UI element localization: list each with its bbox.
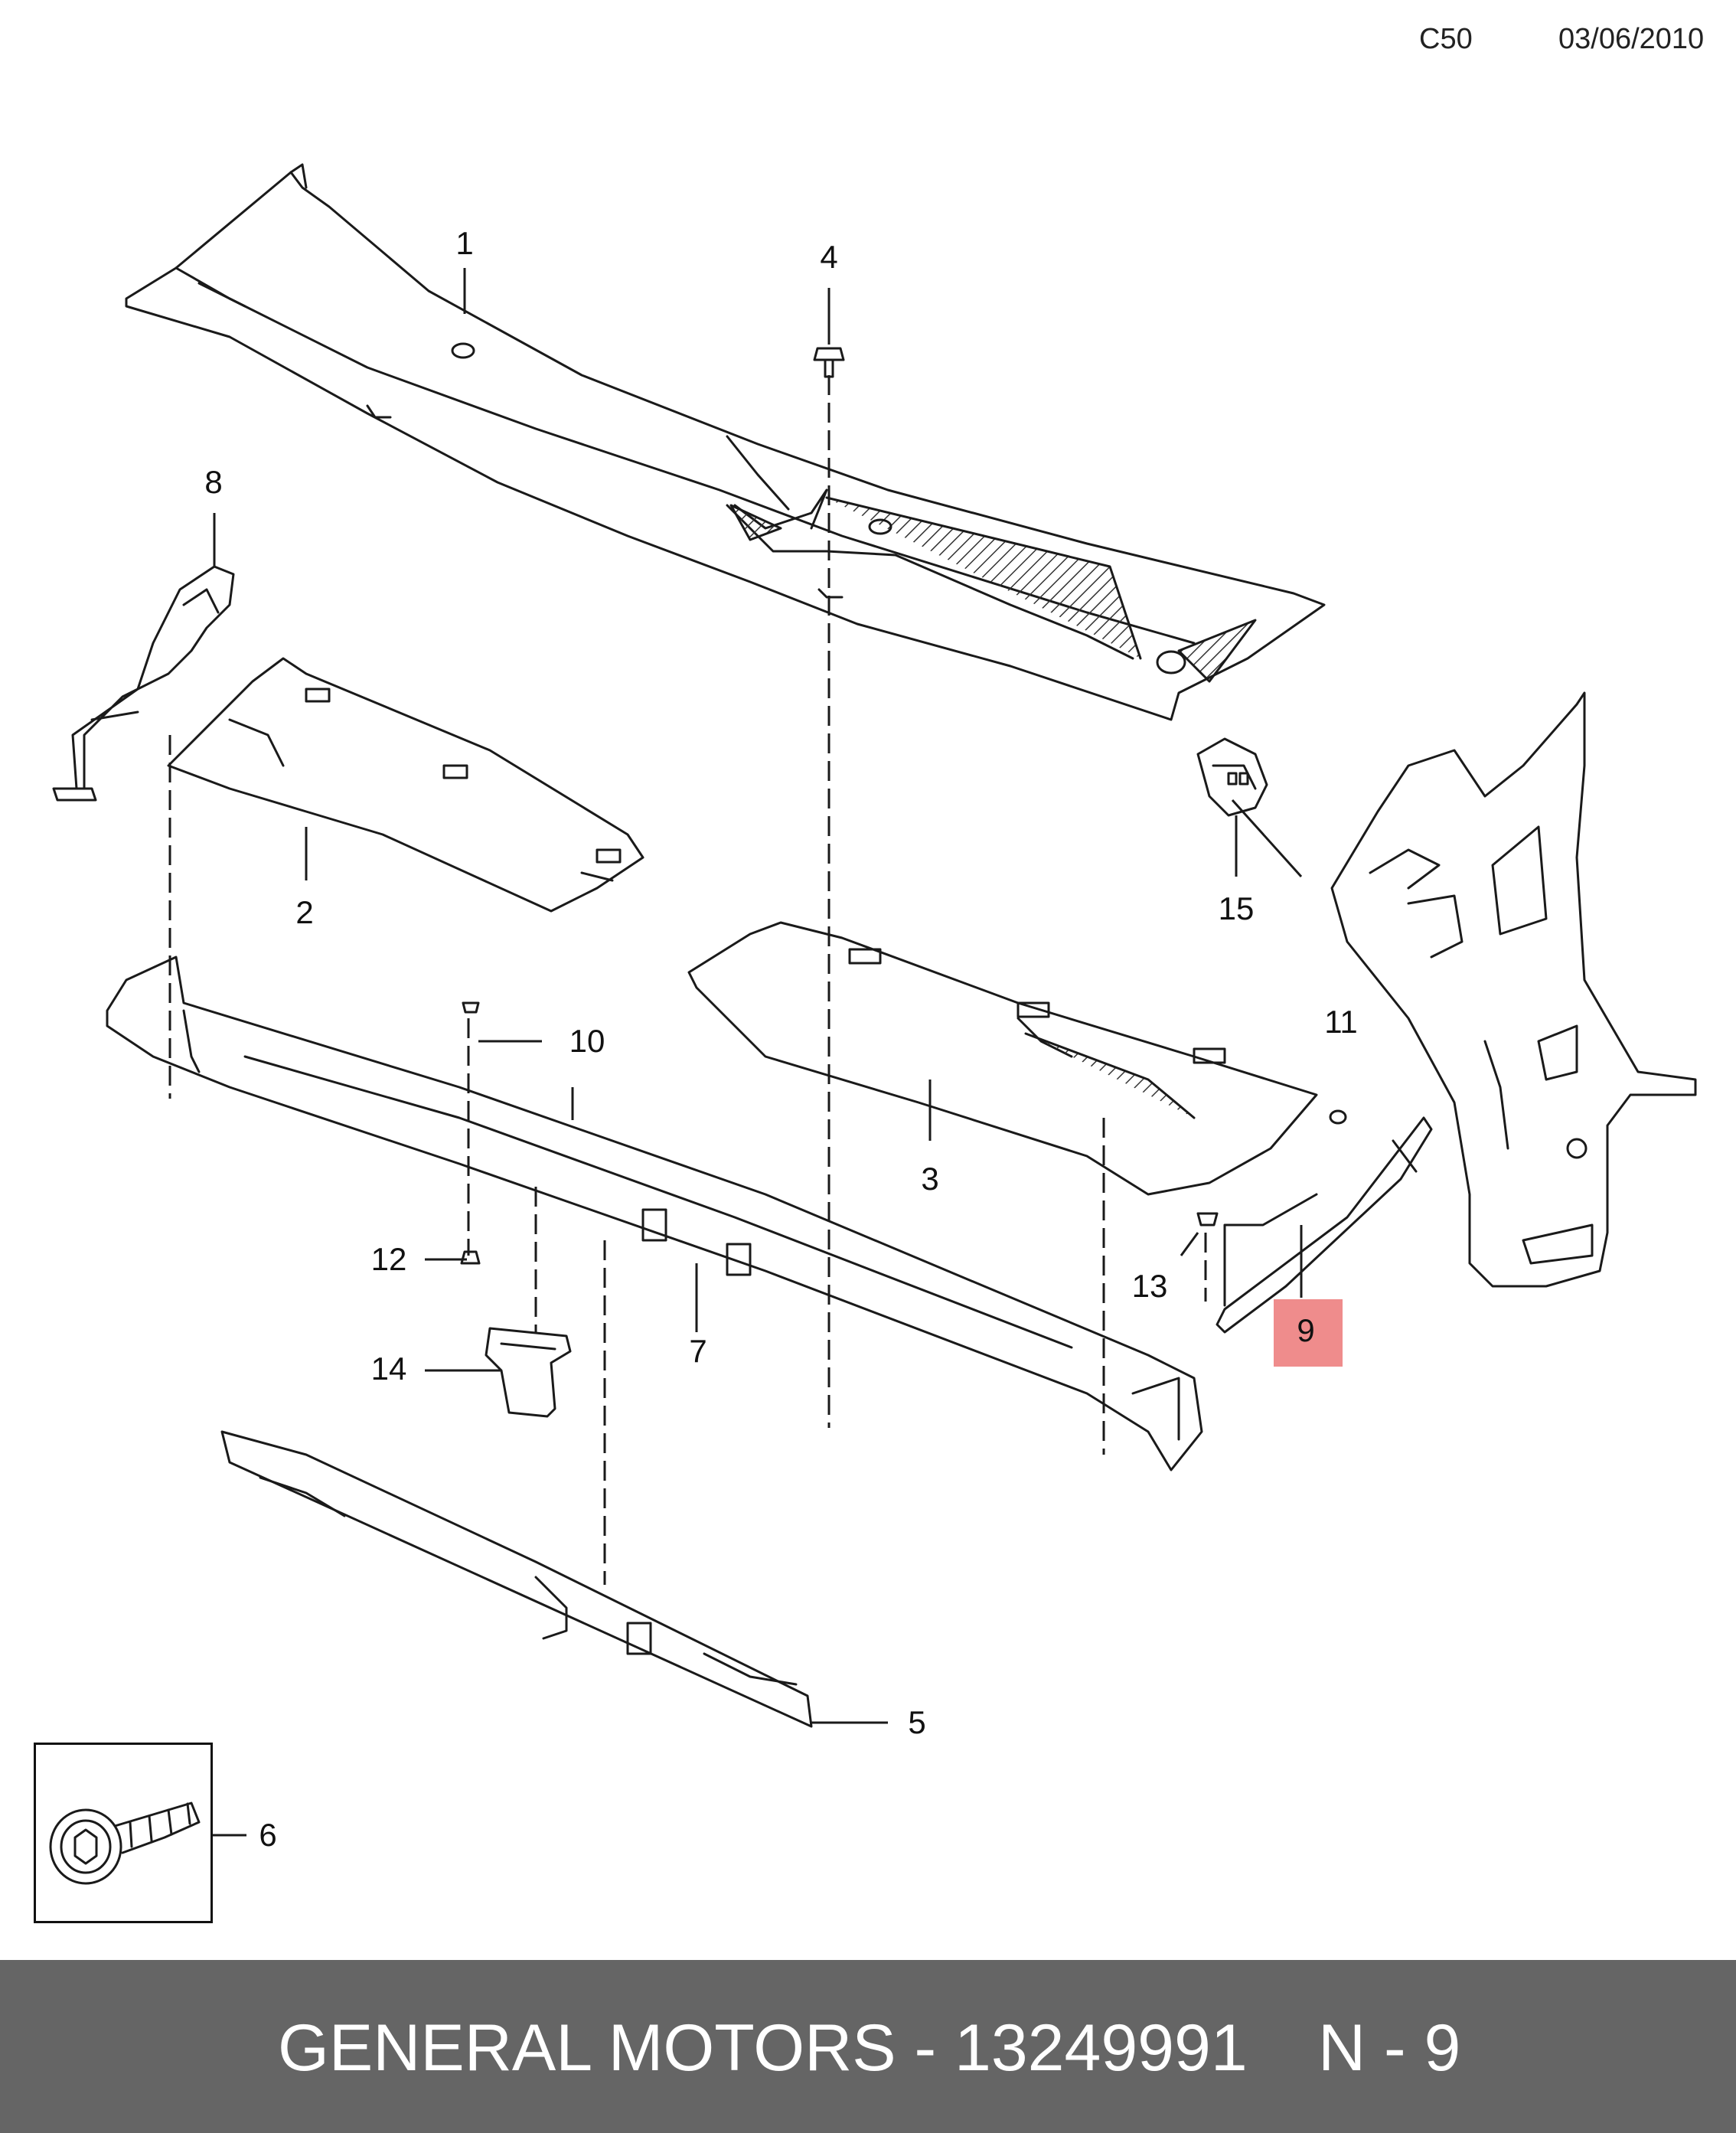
fastener-13 (1196, 1212, 1219, 1227)
callout-6[interactable]: 6 (259, 1817, 277, 1853)
fastener-11 (1329, 1109, 1347, 1125)
callout-3[interactable]: 3 (921, 1161, 939, 1197)
callout-1[interactable]: 1 (455, 225, 474, 261)
fastener-12 (460, 1250, 481, 1265)
part-5-lower-reinforcement (220, 1430, 813, 1728)
footer-bar (0, 1960, 1736, 2133)
part-7-cowl-crossmember (106, 955, 1203, 1472)
callout-7[interactable]: 7 (689, 1333, 707, 1369)
part-8-left-bracket (52, 565, 235, 802)
part-1-cowl-upper-panel (125, 163, 1326, 721)
footer-part-number: GENERAL MOTORS - 13249991 (278, 2011, 1248, 2085)
part-15-clip-bracket (1196, 737, 1268, 817)
body-side-panel (1330, 691, 1697, 1288)
part-6-screw (49, 1801, 201, 1885)
footer-reference: N - 9 (1318, 2011, 1461, 2085)
callout-9[interactable]: 9 (1297, 1312, 1315, 1348)
callout-5[interactable]: 5 (908, 1704, 926, 1740)
diagram-date: 03/06/2010 (1558, 23, 1705, 55)
callout-4[interactable]: 4 (820, 239, 838, 275)
part-4-push-clip (813, 347, 845, 378)
callout-2[interactable]: 2 (295, 894, 314, 930)
fastener-10 (462, 1001, 480, 1014)
callout-13[interactable]: 13 (1131, 1268, 1168, 1304)
callout-14[interactable]: 14 (370, 1351, 407, 1387)
callout-11[interactable]: 11 (1324, 1004, 1358, 1040)
callout-10[interactable]: 10 (569, 1023, 605, 1059)
callout-8[interactable]: 8 (204, 464, 223, 500)
callout-12[interactable]: 12 (370, 1241, 407, 1277)
callout-9-highlight (1274, 1299, 1343, 1367)
detail-inset-box (34, 1743, 213, 1923)
diagram-code: C50 (1419, 23, 1473, 55)
parts-diagram (49, 163, 1697, 1885)
part-9-right-brace (1216, 1116, 1433, 1334)
part-2-left-lower-panel (167, 657, 644, 913)
callout-15[interactable]: 15 (1218, 890, 1255, 926)
part-3-right-lower-panel (687, 921, 1318, 1196)
part-14-drain-grommet (485, 1327, 572, 1418)
